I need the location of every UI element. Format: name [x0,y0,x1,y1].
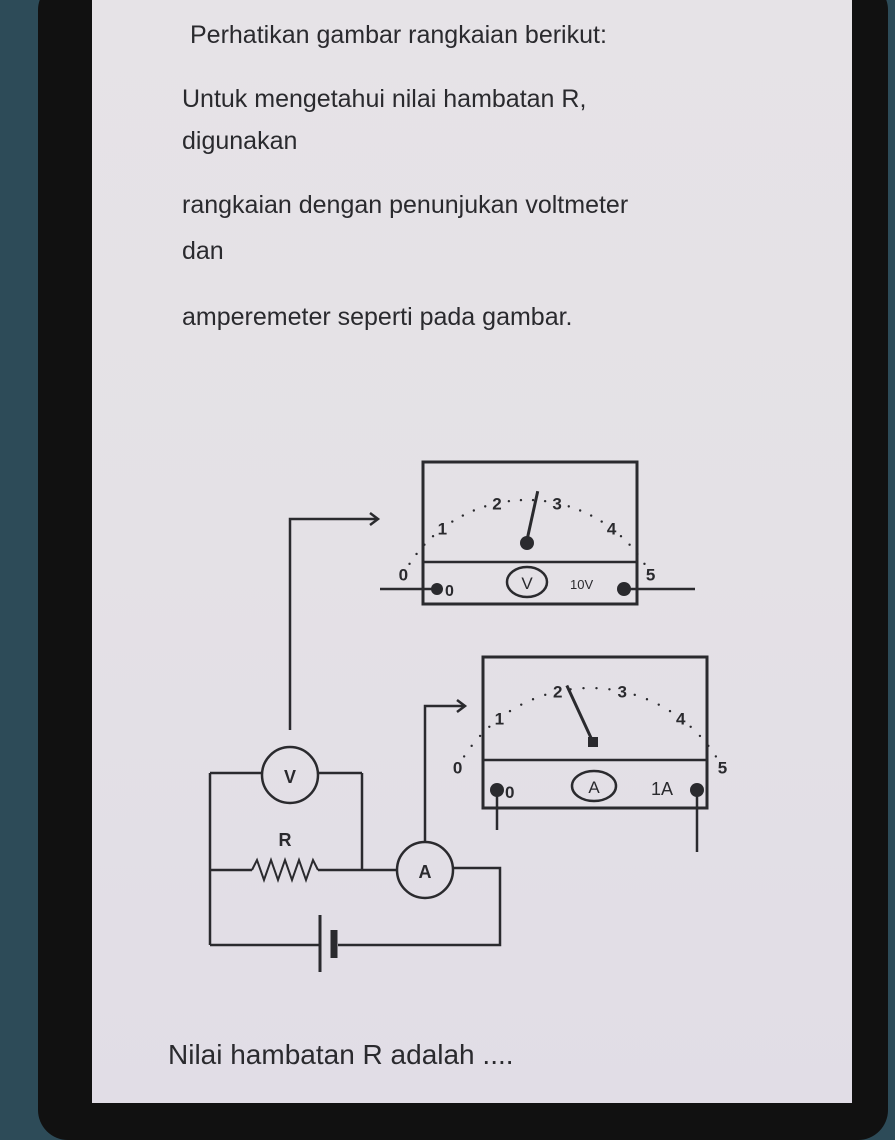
scale-dot [519,498,523,502]
scale-dot [520,703,523,706]
scale-dot [608,688,611,691]
circuit-voltmeter [260,745,320,805]
resistor-label: R [279,830,292,850]
scale-dot [633,693,636,697]
scale-tick-label: 4 [607,519,617,538]
voltmeter-symbol: V [521,574,533,593]
terminal-label: 0 [505,783,514,802]
scale-dot [619,535,623,538]
ammeter-needle [565,684,594,741]
scale-dot [531,498,535,502]
scale-dot [668,709,672,713]
scale-dot [567,505,570,508]
scale-tick-label: 3 [617,682,626,701]
scale-tick-label: 1 [438,519,447,538]
scale-dot [689,725,692,729]
phone-screen: Perhatikan gambar rangkaian berikut: Unt… [92,0,852,1103]
scale-dot [408,562,411,566]
resistor [251,856,319,884]
question-line: Perhatikan gambar rangkaian berikut: [190,21,607,49]
scale-dot [531,698,535,701]
needle-pivot [588,737,598,747]
scale-dot [582,686,585,690]
terminal-label: 0 [445,583,454,600]
circuit-ammeter [395,840,455,900]
ammeter-range: 1A [651,779,673,799]
question-prompt: Nilai hambatan R adalah .... [168,1039,514,1070]
voltmeter-range: 10V [570,577,593,592]
voltmeter-needle [525,490,540,541]
scale-tick-label: 0 [399,565,408,584]
scale-dot [461,514,465,517]
scale-tick-label: 4 [676,710,686,729]
scale-tick-label: 2 [553,682,562,701]
voltmeter-meter: 0 1 2 3 4 5 0 V 10V [380,460,695,606]
scale-dot [657,703,660,706]
scale-dot [589,514,593,517]
terminal [431,583,443,595]
needle-pivot [520,536,534,550]
scale-dot [636,552,639,556]
scale-dot [508,709,512,713]
circuit-schematic: V R A [208,745,502,972]
scale-dot [484,505,487,508]
scale-dot [544,693,547,697]
scale-dot [600,520,603,523]
voltmeter-scale: 0 1 2 3 4 5 [399,494,656,584]
arrow-to-voltmeter [288,517,378,730]
ammeter-meter: 0 1 2 3 4 5 0 A 1A [453,655,727,852]
ammeter-symbol: A [588,778,600,797]
scale-dot [478,734,482,738]
arrow-to-ammeter [423,704,465,843]
scale-tick-label: 2 [492,494,501,513]
scale-dot [714,755,718,758]
scale-tick-label: 5 [718,759,727,778]
scale-tick-label: 5 [646,565,655,584]
scale-dot [423,543,426,546]
scale-dot [643,562,646,566]
scale-tick-label: 1 [495,710,504,729]
scale-dot [415,552,418,556]
question-line: rangkaian dengan penunjukan voltmeter [182,191,629,219]
scale-dot [707,744,710,748]
scale-dot [595,686,598,690]
scale-dot [470,744,473,748]
circuit-diagram: 0 1 2 3 4 5 0 V 10V 0 1 2 3 4 5 0 A 1A V [208,460,727,972]
question-line: amperemeter seperti pada gambar. [182,303,573,331]
scale-dot [488,725,491,729]
scale-dot [451,520,454,523]
svg-text:A: A [419,862,432,882]
scale-dot [472,509,476,512]
scale-tick-label: 0 [453,759,462,778]
scale-tick-label: 3 [552,494,561,513]
question-line: digunakan [182,127,298,155]
scale-dot [543,499,547,503]
scale-dot [628,543,631,546]
scale-dot [578,509,582,512]
scale-dot [645,698,649,701]
question-line: dan [182,237,224,265]
scale-dot [462,755,466,758]
scale-dot [507,499,511,503]
ammeter-scale: 0 1 2 3 4 5 [453,682,727,777]
svg-text:V: V [284,767,296,787]
scale-dot [431,535,435,538]
scale-dot [698,734,702,738]
question-line: Untuk mengetahui nilai hambatan R, [182,85,587,113]
